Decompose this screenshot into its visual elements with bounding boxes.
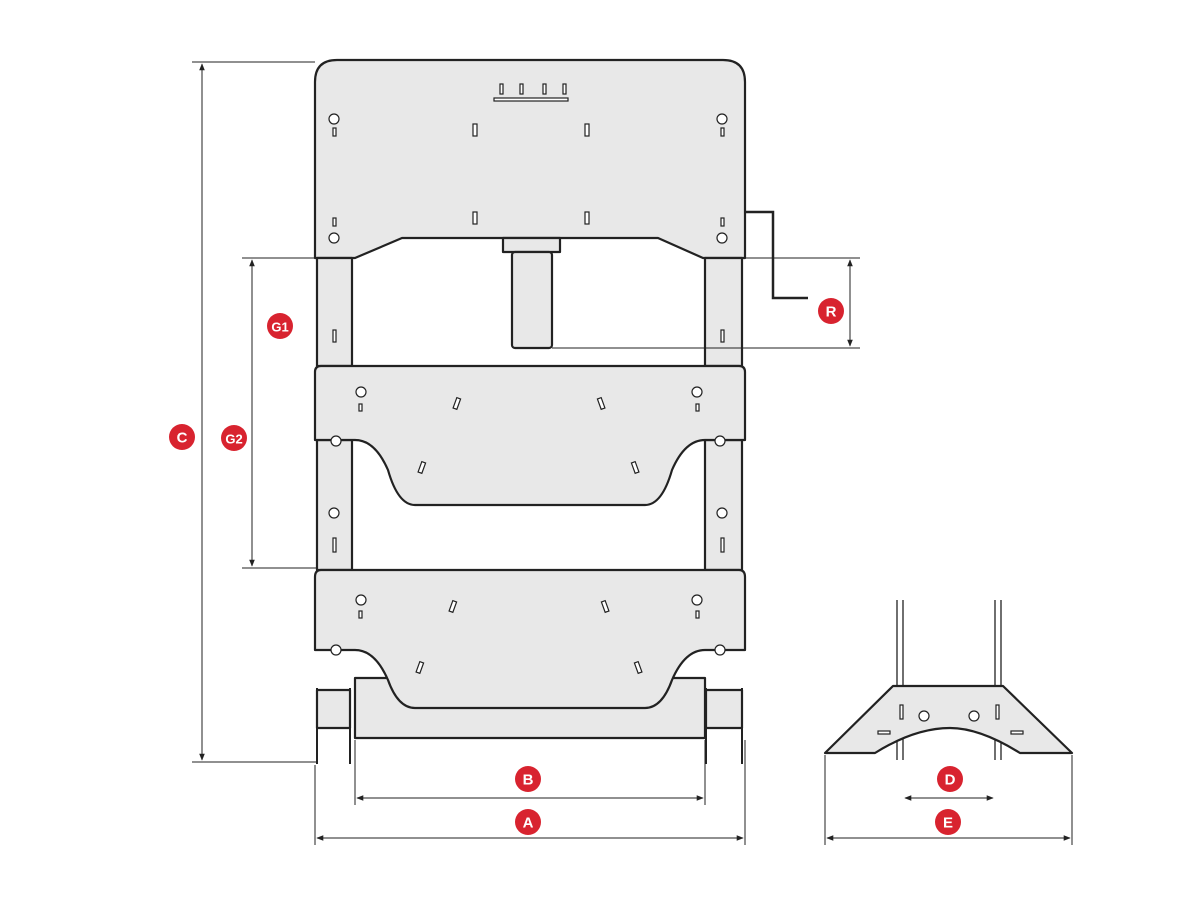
label-g2-text: G2 bbox=[225, 432, 242, 447]
right-upper-column bbox=[703, 256, 744, 368]
hydraulic-ram bbox=[510, 250, 554, 350]
left-foot bbox=[315, 688, 352, 764]
left-upper-column bbox=[315, 256, 354, 368]
label-r: R bbox=[818, 298, 844, 324]
label-c: C bbox=[169, 424, 195, 450]
bottom-bed-plate bbox=[313, 568, 747, 710]
label-a: A bbox=[515, 809, 541, 835]
right-foot bbox=[704, 688, 744, 764]
label-e-text: E bbox=[943, 815, 953, 832]
label-d-text: D bbox=[945, 772, 956, 789]
label-g1: G1 bbox=[267, 313, 293, 339]
bottom-plate-details bbox=[330, 594, 726, 675]
label-g2: G2 bbox=[221, 425, 247, 451]
middle-plate-details bbox=[330, 386, 726, 475]
dimension-lines bbox=[192, 61, 1073, 845]
label-b-text: B bbox=[523, 772, 534, 789]
label-e: E bbox=[935, 809, 961, 835]
top-plate-bolts bbox=[328, 113, 728, 244]
crank-handle bbox=[745, 210, 808, 300]
side-view bbox=[823, 600, 1074, 760]
top-plate-slots bbox=[332, 123, 725, 227]
ram-collar bbox=[501, 236, 562, 254]
label-r-text: R bbox=[826, 304, 837, 321]
label-b: B bbox=[515, 766, 541, 792]
side-base bbox=[823, 684, 1074, 755]
top-crown-plate bbox=[313, 58, 747, 260]
front-view bbox=[313, 58, 808, 764]
gauge-bar bbox=[493, 97, 569, 102]
label-d: D bbox=[937, 766, 963, 792]
label-g1-text: G1 bbox=[271, 320, 288, 335]
label-a-text: A bbox=[523, 815, 534, 832]
label-c-text: C bbox=[177, 430, 188, 447]
middle-bed-plate bbox=[313, 364, 747, 507]
gauge-marks bbox=[499, 83, 567, 95]
